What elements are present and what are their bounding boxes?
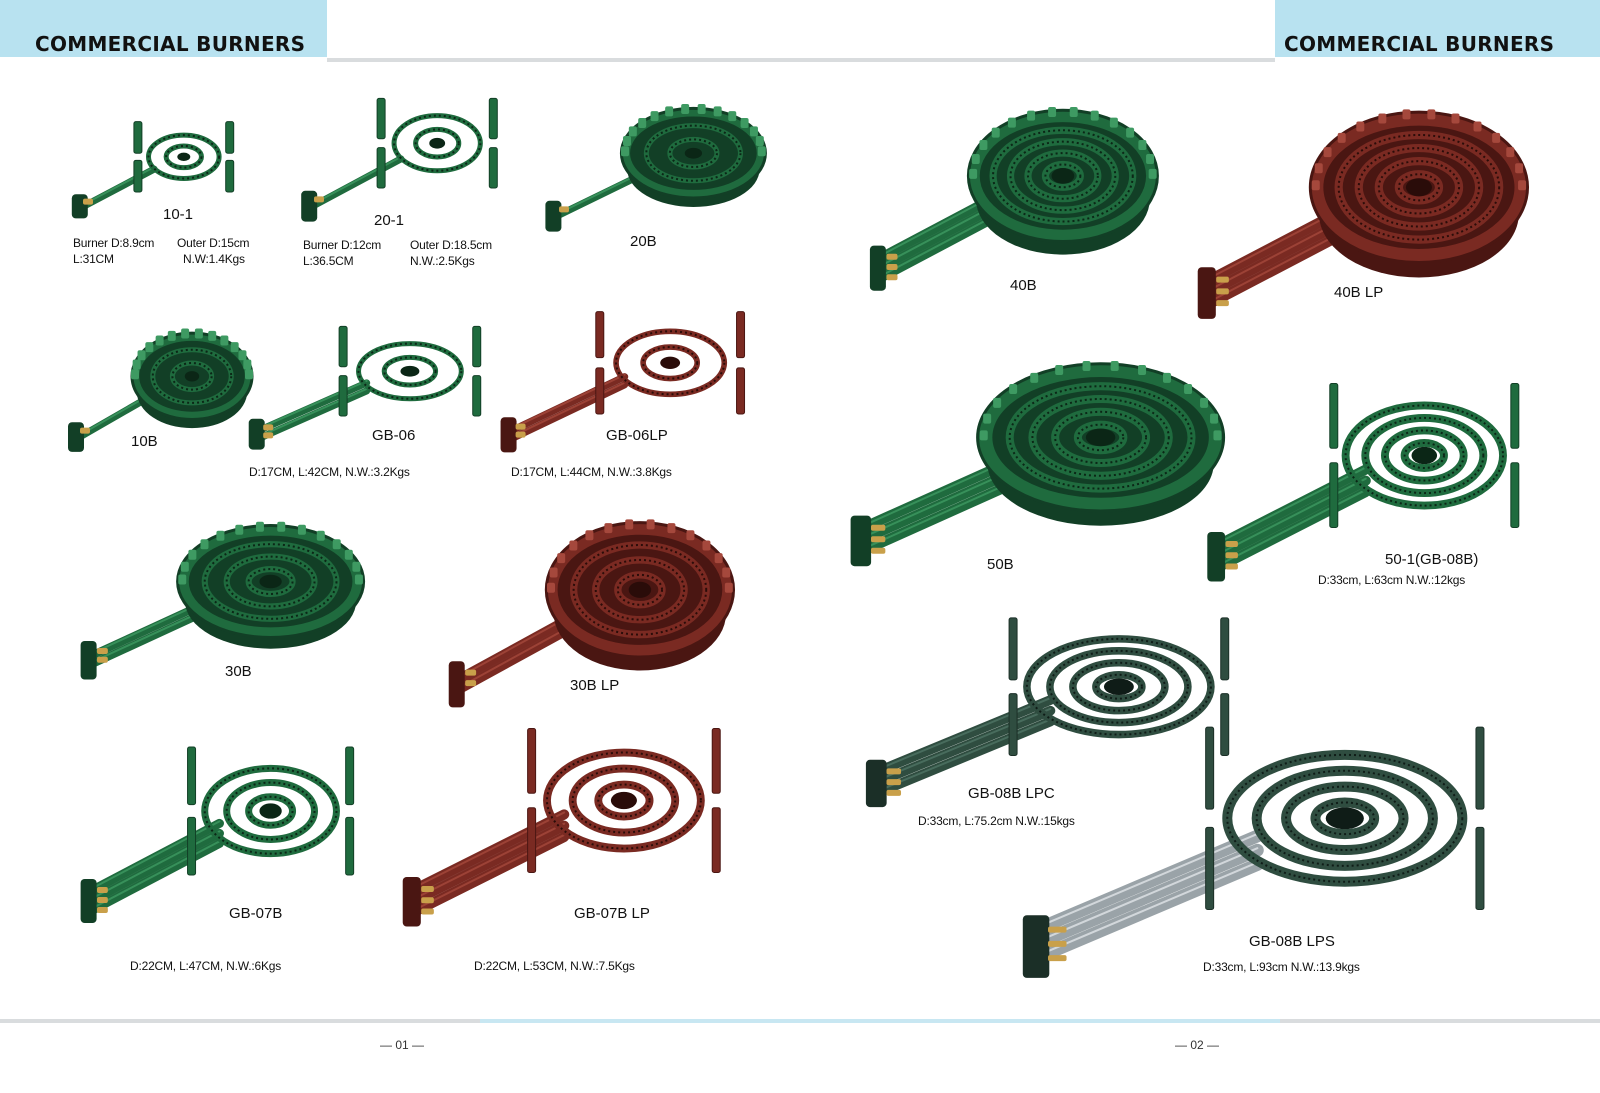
burner-image-10-1 [65,115,245,225]
product-label-GB-08B-LPC: GB-08B LPC [968,785,1055,802]
product-spec-GB-06: D:17CM, L:42CM, N.W.:3.2Kgs [249,465,410,479]
product-label-40B-LP: 40B LP [1334,284,1384,301]
product-spec-GB-08B-LPC: D:33cm, L:75.2cm N.W.:15kgs [918,814,1075,828]
product-label-20-1: 20-1 [374,212,405,229]
burner-image-40B-LP [1180,98,1542,333]
burner-image-30B-LP [434,510,746,720]
page-number-left: — 01 — [380,1038,425,1052]
burner-image-GB-06LP [488,302,764,462]
product-label-10B: 10B [131,433,158,450]
header-divider [327,58,1275,62]
burner-image-GB-07B [66,735,376,935]
product-spec-GB-07B: D:22CM, L:47CM, N.W.:6Kgs [130,959,282,973]
right-header-title: COMMERCIAL BURNERS [1284,32,1555,56]
footer-divider-left [0,1019,480,1023]
product-label-GB-06LP: GB-06LP [606,427,668,444]
left-header-title: COMMERCIAL BURNERS [35,32,306,56]
product-label-50B: 50B [987,556,1014,573]
product-spec-GB-06LP: D:17CM, L:44CM, N.W.:3.8Kgs [511,465,672,479]
product-label-30B-LP: 30B LP [570,677,620,694]
product-label-30B: 30B [225,663,252,680]
product-label-20B: 20B [630,233,657,250]
product-label-50-1: 50-1(GB-08B) [1385,551,1479,568]
product-label-40B: 40B [1010,277,1037,294]
burner-image-GB-06 [237,318,499,458]
product-spec-50-1: D:33cm, L:63cm N.W.:12kgs [1318,573,1466,587]
product-label-GB-07B-LP: GB-07B LP [574,905,650,922]
burner-image-40B [855,98,1170,303]
page-number-right: — 02 — [1175,1038,1220,1052]
burner-image-20-1 [292,90,512,230]
burner-image-50-1 [1190,370,1545,595]
burner-image-GB-08B-LPS [995,710,1525,995]
burner-image-GB-07B-LP [385,715,747,940]
product-spec-GB-08B-LPS: D:33cm, L:93cm N.W.:13.9kgs [1203,960,1360,974]
product-label-10-1: 10-1 [163,206,194,223]
left-header-band [0,0,327,57]
burner-image-50B [830,350,1240,580]
burner-image-GB-08B-LPC [845,605,1260,820]
right-header-band [1275,0,1600,57]
burner-image-30B [66,515,376,690]
product-label-GB-08B-LPS: GB-08B LPS [1249,933,1335,950]
product-spec-GB-07B-LP: D:22CM, L:53CM, N.W.:7.5Kgs [474,959,635,973]
burner-image-10B [60,325,260,460]
burner-image-20B [535,100,775,240]
footer-divider-right [1280,1019,1600,1023]
product-label-GB-07B: GB-07B [229,905,283,922]
footer-accent [480,1019,1280,1023]
product-label-GB-06: GB-06 [372,427,416,444]
